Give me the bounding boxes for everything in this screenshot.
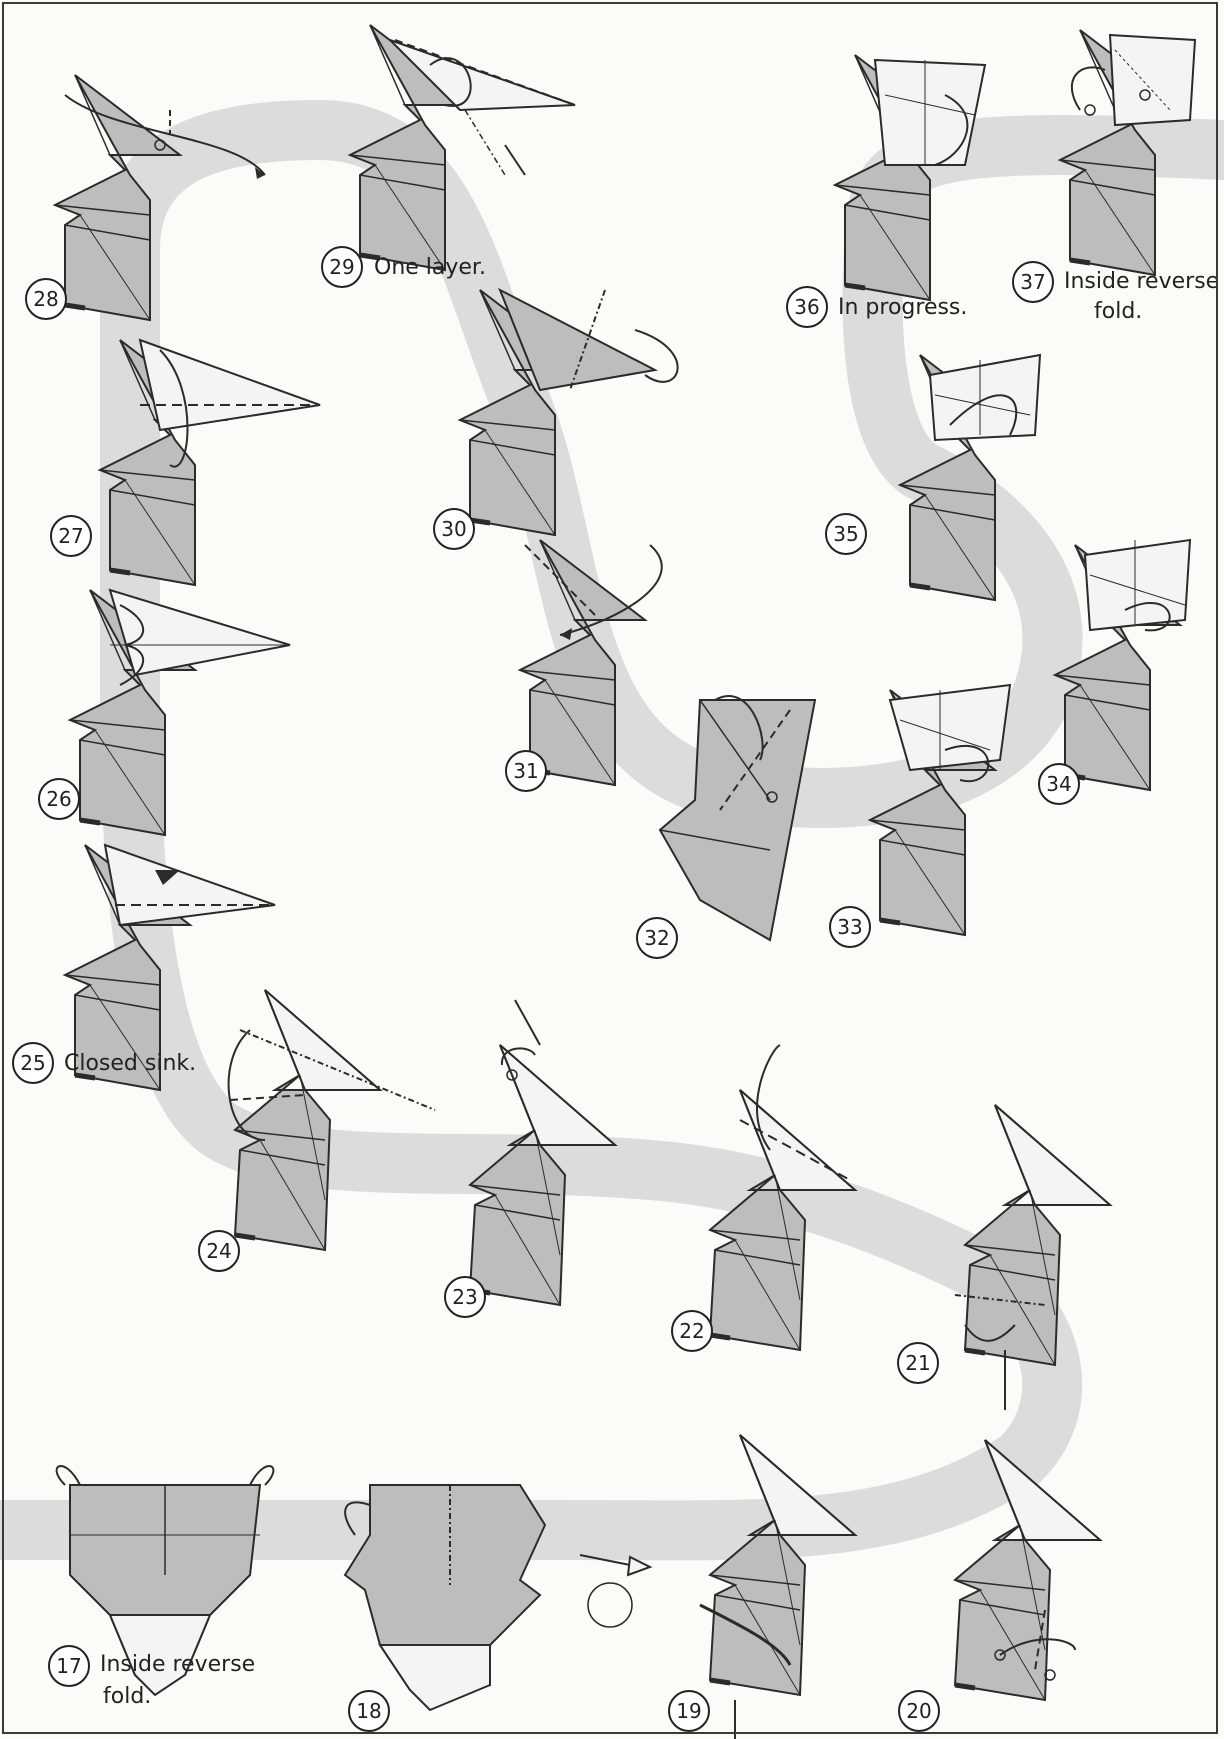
step-number-27: 27 <box>50 515 92 557</box>
step-number-36: 36 <box>786 286 828 328</box>
caption-step-37: Inside reverse fold. <box>1064 268 1219 326</box>
model-step-19 <box>700 1435 855 1739</box>
caption-step-37-line2: fold. <box>1064 298 1219 326</box>
model-step-34 <box>1055 540 1190 790</box>
step-number-18: 18 <box>348 1690 390 1732</box>
step-number-30: 30 <box>433 508 475 550</box>
caption-step-25: Closed sink. <box>64 1050 196 1078</box>
step-number-17: 17 <box>48 1645 90 1687</box>
step-number-23: 23 <box>444 1276 486 1318</box>
step-number-31: 31 <box>505 750 547 792</box>
step-number-35: 35 <box>825 513 867 555</box>
step-number-22: 22 <box>671 1310 713 1352</box>
caption-step-37-line1: Inside reverse <box>1064 268 1219 296</box>
model-step-24 <box>229 990 435 1250</box>
caption-step-36: In progress. <box>838 294 967 322</box>
caption-step-17-line1: Inside reverse <box>100 1651 255 1679</box>
step-number-37: 37 <box>1012 261 1054 303</box>
step-number-25: 25 <box>12 1042 54 1084</box>
caption-step-29: One layer. <box>374 254 486 282</box>
step-number-29: 29 <box>321 246 363 288</box>
step-number-20: 20 <box>898 1690 940 1732</box>
step-number-24: 24 <box>198 1230 240 1272</box>
step-number-19: 19 <box>668 1690 710 1732</box>
step-number-32: 32 <box>636 917 678 959</box>
model-step-32 <box>660 696 815 940</box>
model-step-33 <box>870 685 1010 935</box>
model-step-18 <box>345 1485 545 1710</box>
step-number-21: 21 <box>897 1342 939 1384</box>
transition-arrow <box>580 1555 650 1627</box>
caption-step-17-line2: fold. <box>100 1683 255 1711</box>
step-number-33: 33 <box>829 906 871 948</box>
step-number-34: 34 <box>1038 763 1080 805</box>
step-number-28: 28 <box>25 278 67 320</box>
caption-step-17: Inside reverse fold. <box>100 1651 255 1711</box>
step-number-26: 26 <box>38 778 80 820</box>
